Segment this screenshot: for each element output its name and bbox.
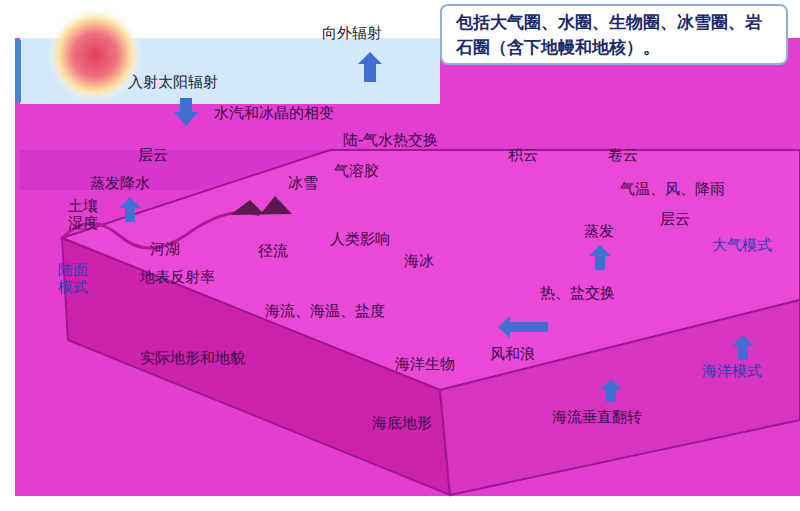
callout-text: 包括大气圈、水圈、生物圈、冰雪圈、岩石圈（含下地幔和地核）。 (456, 10, 778, 59)
model-label: 海洋模式 (702, 362, 762, 380)
slab-right (440, 300, 800, 495)
mountains (230, 196, 292, 215)
process-label: 风和浪 (490, 345, 535, 363)
process-label: 层云 (660, 210, 690, 228)
process-label: 人类影响 (330, 230, 390, 248)
model-label: 陆面模式 (58, 262, 89, 295)
process-label: 气温、风、降雨 (620, 180, 725, 198)
process-label: 蒸发降水 (90, 174, 150, 192)
slab-left (62, 238, 450, 495)
edge-bar (15, 40, 21, 102)
background-band (15, 38, 800, 496)
process-label: 积云 (508, 146, 538, 164)
process-label: 热、盐交换 (540, 284, 615, 302)
process-label: 海底地形 (372, 414, 432, 432)
process-label: 水汽和冰晶的相变 (214, 104, 334, 122)
model-label: 大气模式 (712, 236, 772, 254)
callout-box: 包括大气圈、水圈、生物圈、冰雪圈、岩石圈（含下地幔和地核）。 (440, 4, 788, 65)
process-label: 河湖 (150, 240, 180, 258)
process-label: 海冰 (404, 252, 434, 270)
process-label: 向外辐射 (322, 24, 382, 42)
arrows (119, 52, 754, 402)
process-label: 海流垂直翻转 (552, 408, 642, 426)
process-label: 径流 (258, 242, 288, 260)
process-label: 地表反射率 (140, 268, 215, 286)
process-label: 海洋生物 (395, 355, 455, 373)
process-label: 入射太阳辐射 (128, 73, 218, 91)
process-label: 气溶胶 (334, 162, 379, 180)
process-label: 层云 (138, 146, 168, 164)
process-label: 土壤湿度 (68, 198, 99, 231)
process-label: 陆-气水热交换 (343, 131, 438, 149)
process-label: 冰雪 (288, 174, 318, 192)
process-label: 卷云 (608, 146, 638, 164)
process-label: 实际地形和地貌 (140, 349, 245, 367)
process-label: 海流、海温、盐度 (265, 302, 385, 320)
process-label: 蒸发 (584, 222, 614, 240)
